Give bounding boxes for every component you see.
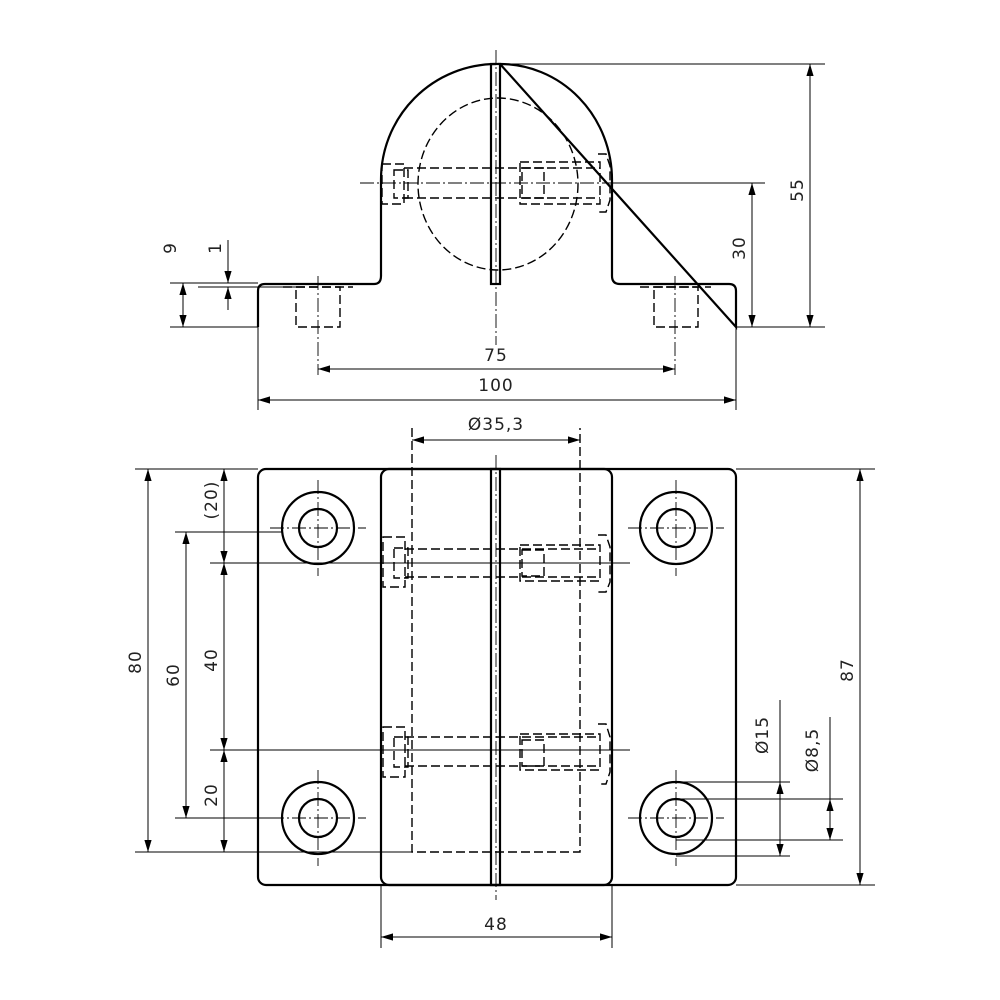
dim-48: 48 <box>484 915 508 935</box>
dim-30: 30 <box>730 236 750 260</box>
dim-87: 87 <box>838 658 858 682</box>
hole-top-left <box>270 480 366 576</box>
counterbore-right <box>640 276 711 375</box>
dim-20-ref: (20) <box>202 481 222 520</box>
bore-hidden-top <box>411 428 581 853</box>
clamp-block <box>379 467 614 887</box>
dim-60: 60 <box>164 663 184 687</box>
base-plate <box>256 467 738 887</box>
dim-bore-diameter: Ø35,3 <box>468 415 524 435</box>
counterbore-left <box>283 276 353 375</box>
front-outline <box>256 62 738 330</box>
dim-20: 20 <box>202 783 222 807</box>
top-view: Ø35,3 80 60 (20) 40 20 87 48 Ø15 Ø8,5 <box>126 415 875 948</box>
dim-100: 100 <box>478 376 513 396</box>
dim-9: 9 <box>161 242 181 254</box>
bolt-lower-hidden <box>382 723 630 785</box>
split-slot-top <box>489 467 502 887</box>
dim-40: 40 <box>202 648 222 672</box>
hole-top-right <box>628 480 724 576</box>
front-view: 55 30 9 1 75 100 <box>161 50 825 410</box>
dim-80: 80 <box>126 650 146 674</box>
dim-counterbore-diameter: Ø15 <box>753 716 773 754</box>
mounting-holes <box>270 480 724 866</box>
dim-75: 75 <box>484 346 508 366</box>
dim-hole-diameter: Ø8,5 <box>803 728 823 772</box>
bolt-upper-hidden <box>382 534 630 593</box>
split-slot <box>489 62 502 286</box>
dim-1: 1 <box>206 242 226 254</box>
dim-55: 55 <box>788 178 808 202</box>
hole-bottom-right <box>628 770 724 866</box>
bolt-hidden <box>381 153 611 213</box>
bore-hidden <box>417 97 579 271</box>
